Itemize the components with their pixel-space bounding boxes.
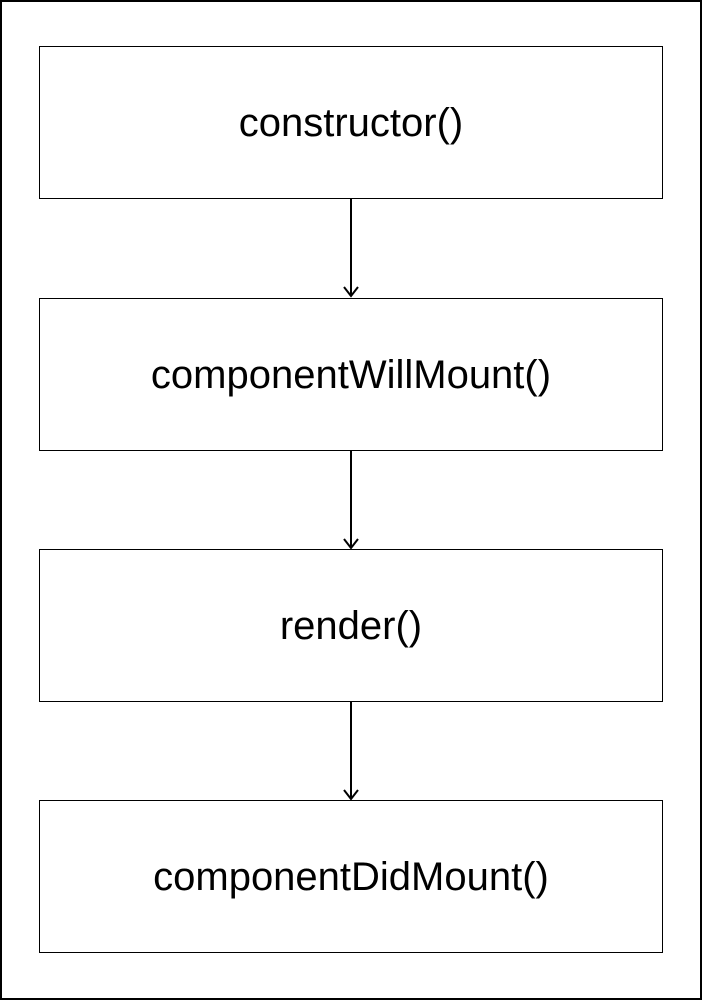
step-label: render() (279, 603, 423, 648)
step-label: componentDidMount() (153, 854, 549, 899)
arrow-down-icon (343, 702, 359, 801)
step-box-constructor: constructor() (39, 46, 663, 199)
step-box-component-did-mount: componentDidMount() (39, 800, 663, 953)
arrow-down-icon (343, 199, 359, 298)
arrow-down-icon (343, 451, 359, 550)
step-box-component-will-mount: componentWillMount() (39, 298, 663, 451)
step-box-render: render() (39, 549, 663, 702)
step-label: componentWillMount() (150, 352, 552, 397)
step-label: constructor() (238, 100, 464, 145)
